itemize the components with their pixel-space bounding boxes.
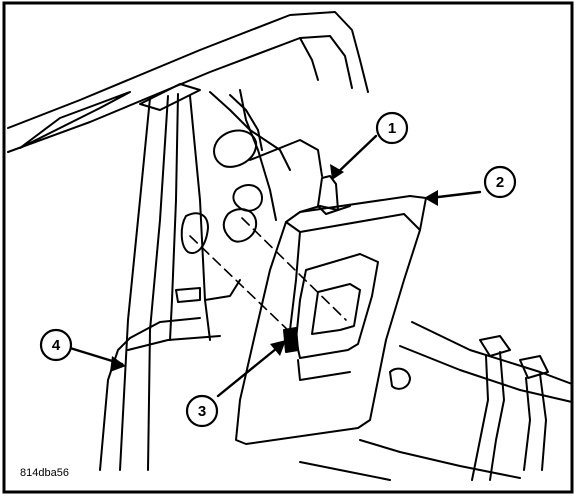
callout-circle-1: [375, 111, 409, 145]
callout-label-3: 3: [198, 403, 206, 420]
callout-label-4: 4: [52, 337, 61, 354]
arrowhead-2: [424, 190, 438, 206]
leader-2: [428, 190, 482, 200]
callout-label-2: 2: [496, 174, 504, 191]
leader-1: [332, 134, 378, 178]
b-pillar: [99, 93, 221, 471]
arrowhead-4: [110, 356, 126, 372]
roof-rail: [7, 11, 369, 153]
inner-panel: [175, 89, 291, 341]
leader-3: [216, 342, 284, 398]
callout-label-1: 1: [388, 120, 396, 137]
callout-circle-3: [185, 394, 219, 428]
floor-structure: [299, 321, 573, 481]
callout-circle-2: [483, 165, 517, 199]
arrowhead-3: [270, 340, 286, 356]
upper-tab: [299, 175, 351, 215]
callout-circle-4: [39, 328, 73, 362]
figure-code: 814dba56: [20, 467, 69, 479]
retaining-clip: [283, 327, 299, 353]
arrowhead-1: [330, 164, 344, 180]
trim-panel: [235, 139, 427, 445]
alignment-lines: [189, 217, 347, 335]
